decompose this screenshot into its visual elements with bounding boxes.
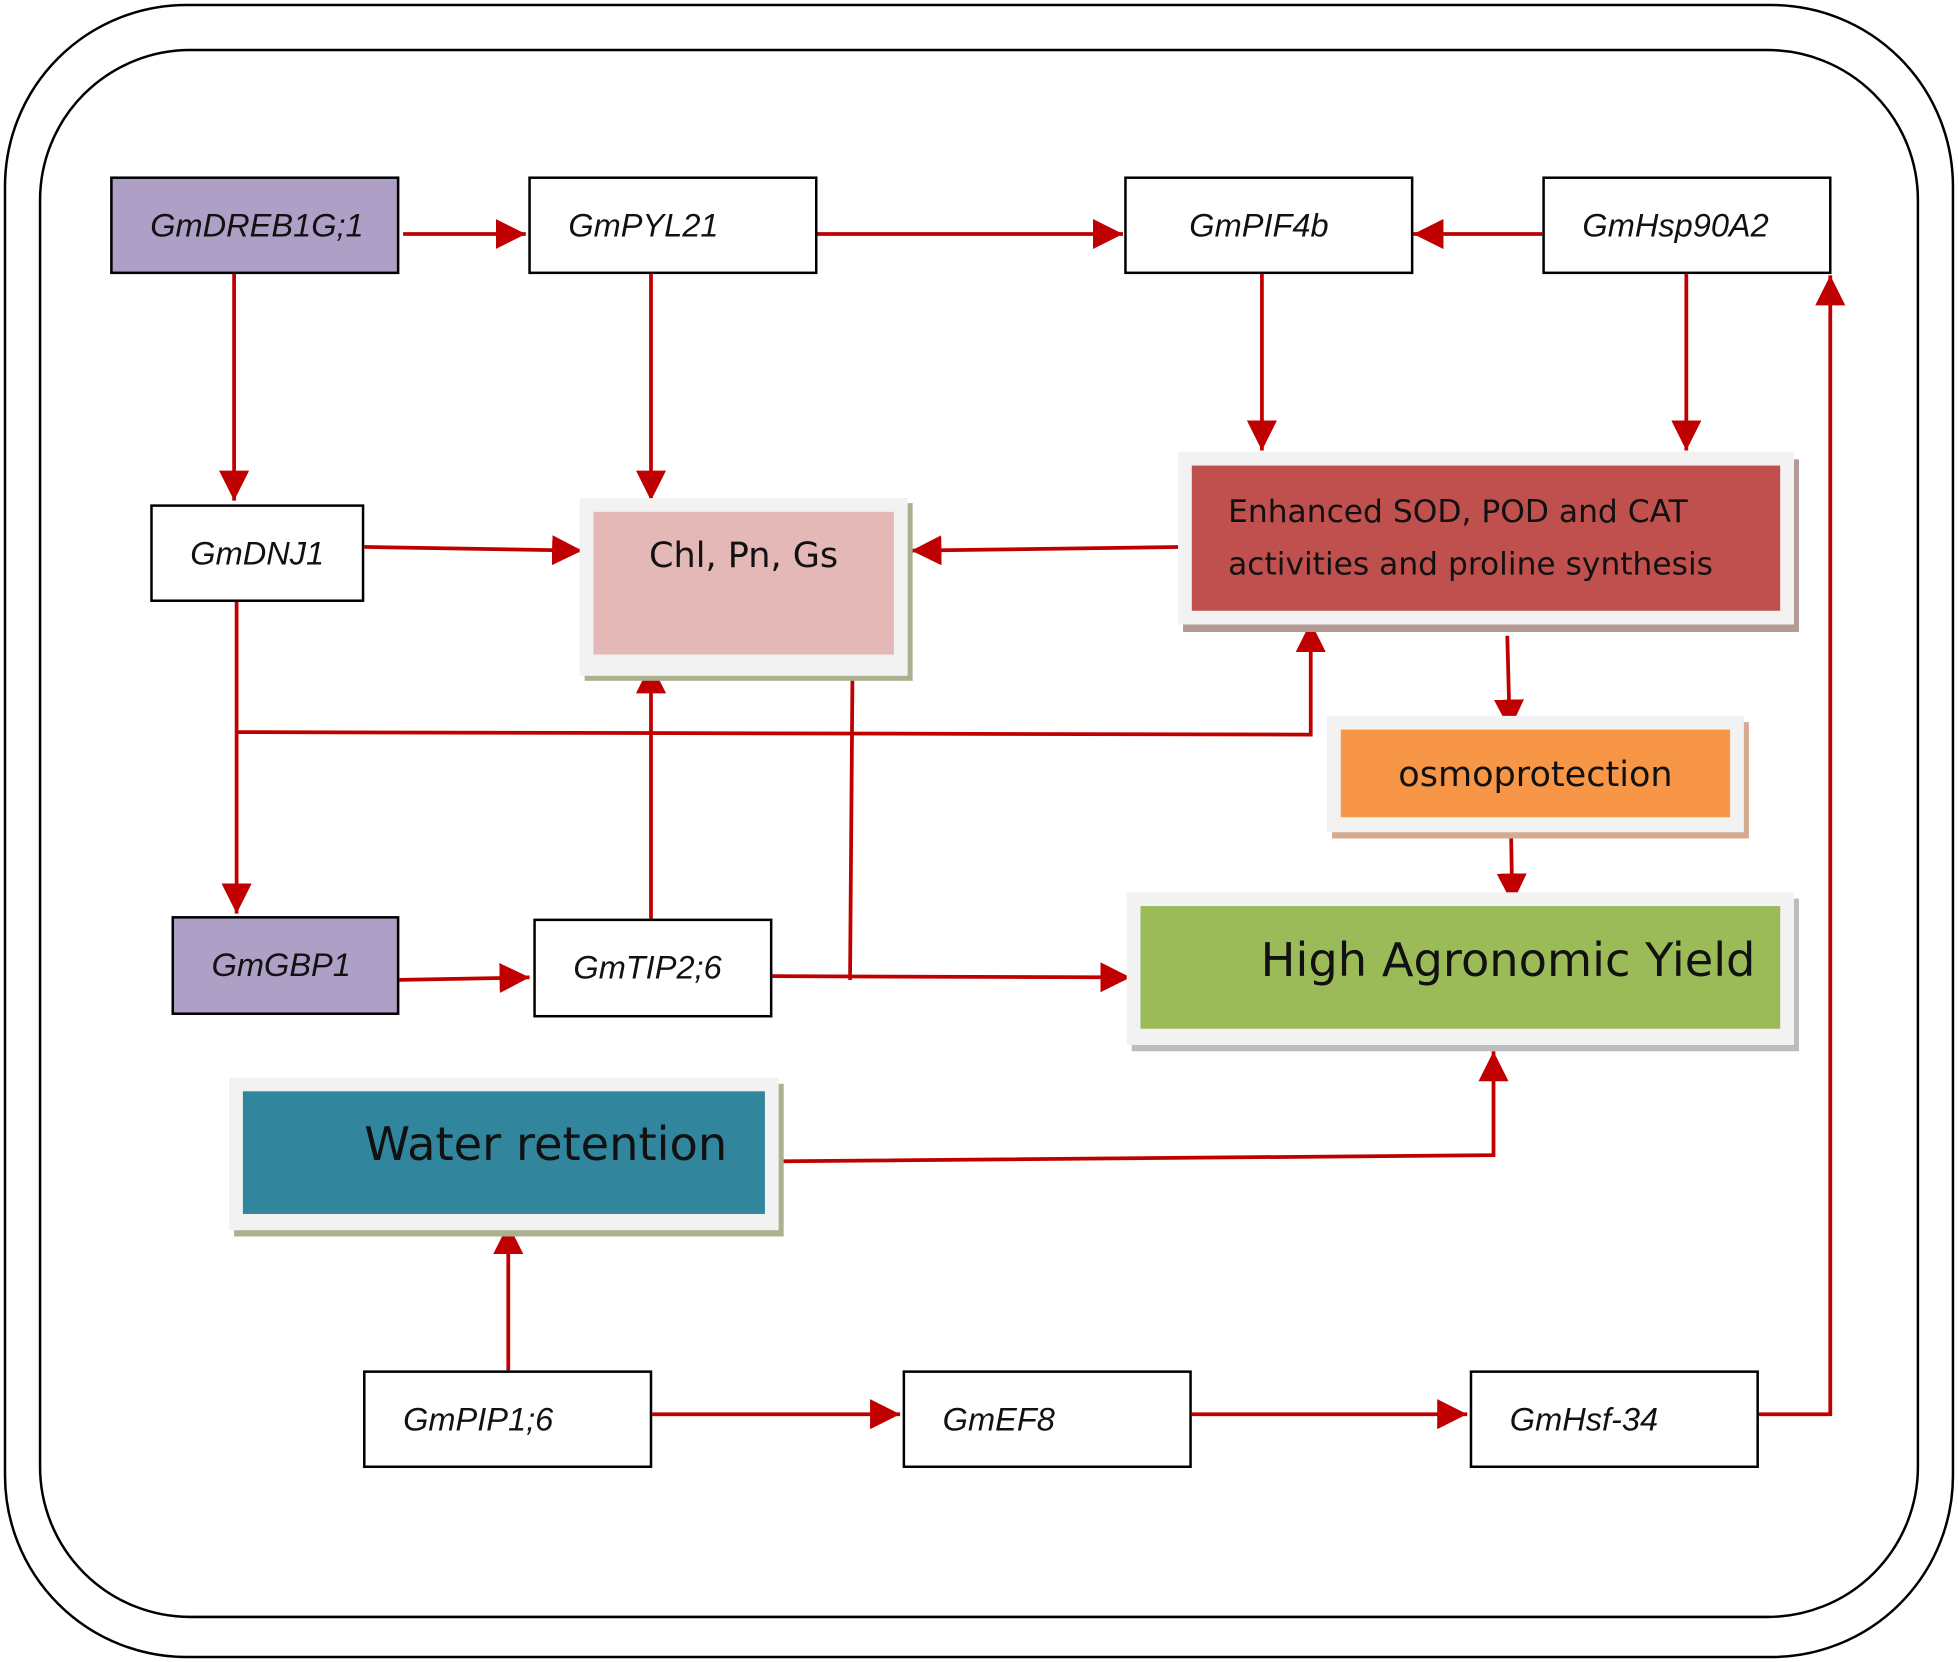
outcome-box-water-retention: Water retention [229, 1077, 779, 1231]
gene-box-gmhsf34: GmHsf-34 [1469, 1370, 1759, 1469]
arrow-enzyme-to-chl [911, 535, 1187, 566]
outcome-box-chl-pn-gs: Chl, Pn, Gs [579, 498, 908, 676]
outcome-label-line1: Enhanced SOD, POD and CAT [1228, 493, 1688, 530]
line-chl-down [848, 663, 855, 980]
arrow-gbp-to-tip [399, 962, 530, 994]
outcome-label: High Agronomic Yield [1260, 933, 1756, 988]
gene-label: GmTIP2;6 [573, 948, 722, 987]
outer-frame [3, 3, 1955, 1659]
gene-label: GmDNJ1 [190, 533, 325, 572]
gene-label: GmHsf-34 [1509, 1399, 1659, 1438]
arrow-osmo-to-yield [1496, 830, 1527, 904]
outcome-box-enzyme-activity: Enhanced SOD, POD and CAT activities and… [1178, 451, 1794, 625]
outcome-label: Water retention [364, 1117, 728, 1172]
arrow-dnj-to-chl [363, 535, 583, 566]
gene-box-gmdnj1: GmDNJ1 [150, 504, 365, 602]
arrow-hsf-to-hsp [1758, 275, 1846, 1417]
gene-box-gmef8: GmEF8 [902, 1370, 1192, 1469]
arrow-tip-to-yield [772, 962, 1131, 993]
gene-box-gmdreb1g1: GmDREB1G;1 [110, 176, 400, 275]
gene-label: GmEF8 [942, 1399, 1055, 1438]
arrow-water-to-yield [769, 1051, 1509, 1164]
outcome-label: osmoprotection [1398, 752, 1673, 795]
gene-box-gmhsp90a2: GmHsp90A2 [1542, 176, 1832, 275]
outcome-box-high-agronomic-yield: High Agronomic Yield [1126, 892, 1794, 1046]
outcome-label-line2: activities and proline synthesis [1228, 545, 1713, 582]
arrow-dnj-to-enzyme [236, 621, 1326, 737]
gene-box-gmpyl21: GmPYL21 [528, 176, 818, 275]
gene-label: GmHsp90A2 [1582, 205, 1769, 244]
gene-box-gmpip16: GmPIP1;6 [363, 1370, 653, 1469]
gene-box-gmgbp1: GmGBP1 [171, 916, 400, 1015]
outcome-box-osmoprotection: osmoprotection [1327, 715, 1744, 833]
gene-label: GmPYL21 [568, 205, 719, 244]
gene-label: GmDREB1G;1 [150, 205, 364, 244]
inner-frame [38, 48, 1920, 1619]
gene-box-gmpif4b: GmPIF4b [1124, 176, 1414, 275]
gene-label: GmGBP1 [211, 946, 351, 984]
outcome-label: Chl, Pn, Gs [649, 534, 839, 576]
gene-box-gmtip26: GmTIP2;6 [533, 918, 773, 1018]
gene-label: GmPIF4b [1189, 205, 1329, 244]
arrow-enzyme-to-osmo [1493, 635, 1525, 730]
gene-label: GmPIP1;6 [403, 1399, 554, 1438]
